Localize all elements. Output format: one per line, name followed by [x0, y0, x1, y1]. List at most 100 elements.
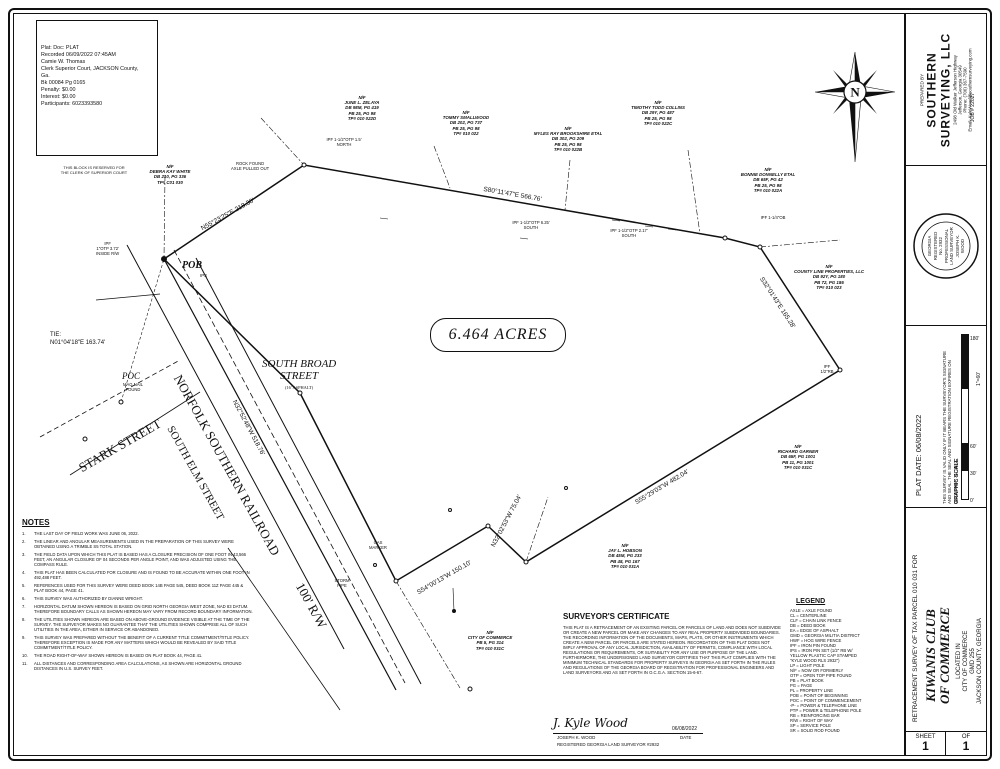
recording-line: Recorded 06/09/2022 07:45AM	[41, 52, 116, 58]
note-number: 3.	[22, 552, 26, 557]
tie-label: TIE:N01°04'18"E 163.74'	[50, 332, 106, 346]
owner-line: TP# 010 022D	[347, 115, 377, 121]
owner-line: N/F	[358, 95, 366, 100]
legend-item: PL = PROPERTY LINE	[790, 688, 834, 693]
surveyor-signature: J. Kyle Wood	[553, 716, 628, 730]
owner-line: JUNE L. ZELAYA	[344, 100, 380, 106]
owner-line: PB 25, PG 98	[754, 182, 782, 188]
owner-line: DEBRA KAY WHITE	[149, 169, 191, 175]
surveyor-certificate: SURVEYOR'S CERTIFICATE THIS PLAT IS A RE…	[563, 612, 781, 675]
owner-line: JAY L. HOBSON	[608, 548, 642, 554]
owner-line: N/F	[794, 444, 802, 449]
note-number: 5.	[22, 583, 26, 588]
owner-line: DB 65F, PG 42	[753, 177, 783, 183]
note-item: 9.THIS SURVEY WAS PREPARED WITHOUT THE B…	[22, 635, 254, 650]
legend-item: RB = REINFORCING BAR	[790, 713, 840, 718]
recording-line: Ga.	[41, 73, 50, 79]
surveyor-registration: REGISTERED GEORGIA LAND SURVEYOR #2932	[557, 742, 660, 747]
certificate-body: THIS PLAT IS A RETRACEMENT OF AN EXISTIN…	[563, 625, 781, 675]
pob-sub: IPS	[200, 273, 208, 278]
note-text: ALL DISTANCES AND CORRESPONDING AREA CAL…	[34, 661, 242, 671]
gas-marker-label: GAS MARKER	[369, 540, 387, 550]
owner-line: PB 25, PG 98	[452, 125, 480, 131]
owner-line: RICHARD GARNER	[777, 449, 819, 455]
note-number: 4.	[22, 570, 26, 575]
note-number: 2.	[22, 539, 26, 544]
recording-line: Participants: 6023393580	[41, 101, 103, 107]
owner-line: DB 45M, PG 233	[608, 553, 642, 559]
owner-line: PB 25, PG 98	[554, 141, 582, 147]
note-item: 3. THE FIELD DATA UPON WHICH THIS PLAT IS…	[22, 552, 254, 567]
owner-line: TP# 010 022B	[553, 146, 583, 152]
legend-item: CLF = CHAIN LINK FENCE	[790, 618, 842, 623]
owner-line: BONNIE DONNELLY ETAL	[740, 172, 796, 178]
note-item: 5. REFERENCES USED FOR THIS SURVEY WERE D…	[22, 583, 254, 593]
property-boundary	[163, 164, 842, 583]
owner-line: TP# 010 031C	[783, 464, 813, 470]
note-item: 1.THE LAST DAY OF FIELD WORK WAS JUNE 06…	[22, 531, 254, 536]
owner-line: PB 5, PG 314	[476, 640, 504, 646]
owner-line: N/F	[166, 164, 174, 169]
north-label: N	[850, 85, 860, 100]
owner-line: CITY OF COMMERCE	[467, 635, 513, 641]
scale-ratio: 1"=60'	[976, 372, 982, 386]
sheet-total: OF 1	[961, 734, 971, 753]
note-item: 6.THIS SURVEY WAS AUTHORIZED BY DIANNE W…	[22, 596, 254, 601]
owner-line: TP# 010 031A	[610, 563, 640, 569]
owner-line: N/F	[825, 264, 833, 269]
owner-line: MYLES RAY BROOKSHIRE ETAL	[533, 131, 603, 137]
owner-line: DB 202, PG 737	[449, 120, 483, 126]
legend-item: SR = SOLID ROD FOUND	[790, 728, 840, 733]
note-text: THIS SURVEY WAS PREPARED WITHOUT THE BEN…	[34, 635, 250, 650]
pin-label: IPF 1/2"RB	[820, 364, 834, 374]
note-number: 10.	[22, 653, 28, 658]
owner-line: TP# 010 022A	[753, 187, 783, 193]
pob-label: POB	[182, 260, 202, 271]
recording-note: THIS BLOCK IS RESERVED FOR THE CLERK OF …	[60, 165, 128, 175]
owner-line: TOMMY SMALLWOOD	[442, 115, 490, 121]
notes-section: NOTES 1.THE LAST DAY OF FIELD WORK WAS J…	[22, 518, 254, 674]
note-item: 11.ALL DISTANCES AND CORRESPONDING AREA …	[22, 661, 254, 671]
scale-tick: 30'	[970, 471, 977, 477]
owner-line: N/F	[486, 630, 494, 635]
owner-line: DB 302, PG 209	[551, 136, 585, 142]
legend-item: AXLE = AXLE FOUND	[790, 608, 833, 613]
scale-block: 0' 30' 60' 180' GRAPHIC SCALE 1"=60' THI…	[906, 326, 986, 508]
owner-line: TP# 010 031C	[475, 645, 505, 651]
notes-title: NOTES	[22, 518, 50, 527]
owner-line: N/F	[621, 543, 629, 548]
legend-item: DB = DEED BOOK	[790, 623, 826, 628]
legend-item: PG = PAGE	[790, 683, 813, 688]
note-text: THE FIELD DATA UPON WHICH THIS PLAT IS B…	[34, 552, 246, 567]
legend-item: IPS = IRON PIN SET (1/2" RB W/	[790, 648, 853, 653]
graphic-scale-bar	[961, 334, 969, 500]
owner-line: DB 210, PG 336	[153, 174, 187, 180]
recording-line: Penalty: $0.00	[41, 87, 76, 93]
legend-title: LEGEND	[796, 598, 826, 605]
note-text: REFERENCES USED FOR THIS SURVEY WERE DEE…	[34, 583, 244, 593]
storm-pipe-label: STORM PIPE	[334, 578, 350, 588]
note-item: 2.THE LINEAR AND ANGULAR MEASUREMENTS US…	[22, 539, 254, 549]
recording-line: Plat: Doc: PLAT	[41, 45, 79, 51]
owner-line: PB 25, PG 98	[348, 110, 376, 116]
owner-line: PB 11, PG 1001	[782, 459, 814, 465]
north-arrow: N	[814, 51, 896, 163]
note-item: 8.THE UTILITIES SHOWN HEREON ARE BASED O…	[22, 617, 254, 632]
owner-line: PB 72, PG 186	[814, 279, 844, 285]
scale-tick: 180'	[970, 336, 980, 342]
note-item: 7.HORIZONTAL DATUM SHOWN HEREON IS BASED…	[22, 604, 254, 614]
owner-line: TP# 010 022C	[643, 120, 673, 126]
sheet-number: SHEET 1	[906, 732, 946, 755]
recording-line: Interest: $0.00	[41, 94, 76, 100]
